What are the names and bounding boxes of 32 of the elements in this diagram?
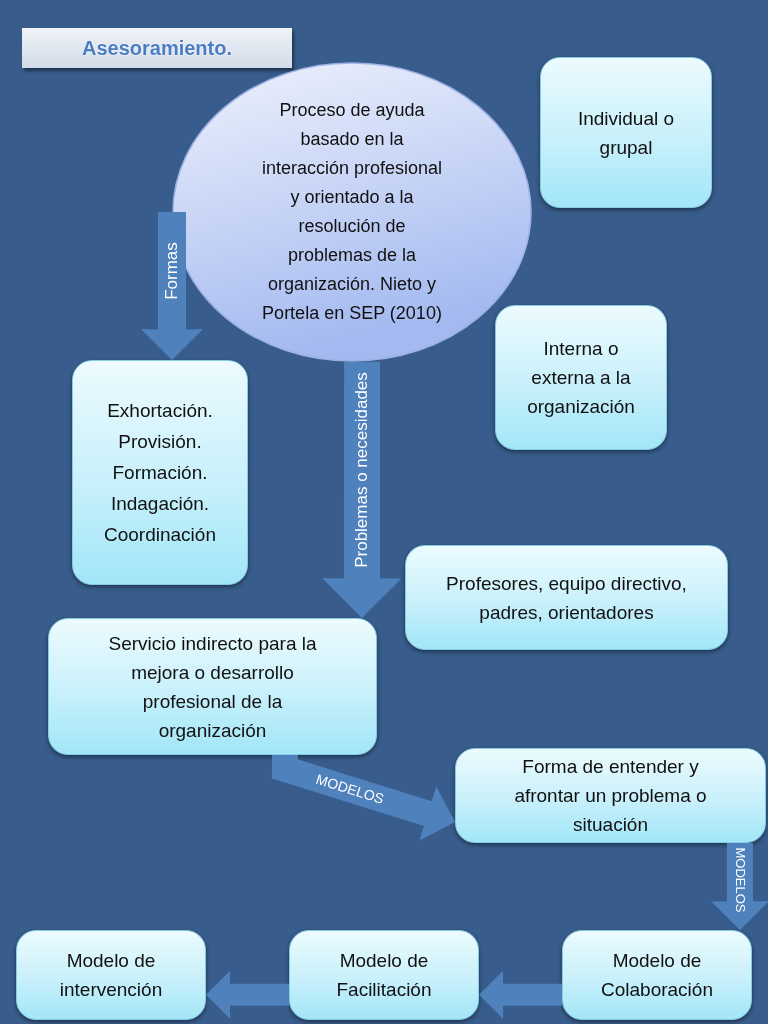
list-item: Provisión.: [118, 430, 202, 454]
edge-label: Problemas o necesidades: [352, 372, 372, 568]
node-text: Interna o externa a la organización: [526, 337, 636, 419]
concept-box: [540, 57, 712, 208]
node-text: Modelo de Facilitación: [335, 949, 433, 1002]
concept-box: [48, 618, 377, 755]
list-item: Indagación.: [110, 492, 210, 516]
arrow: [479, 970, 562, 1019]
node-text: Individual o grupal: [576, 106, 676, 160]
node-text: Profesores, equipo directivo, padres, orientadores: [445, 571, 688, 625]
edge-label: MODELOS: [732, 847, 748, 913]
list-item: Coordinación: [104, 523, 216, 547]
arrow: [711, 843, 768, 930]
arrow: [141, 212, 203, 360]
node-text: Servicio indirecto para la mejora o desarrollo profesional de la organización: [107, 631, 318, 743]
title-banner: Asesoramiento.: [22, 28, 292, 68]
edge-label: Formas: [162, 241, 182, 300]
node-text: Forma de entender y afrontar un problema o situación: [513, 755, 708, 837]
node-text: Modelo de Colaboración: [600, 949, 714, 1002]
arrow: [206, 970, 289, 1019]
concept-box: [16, 930, 206, 1020]
concept-box: [562, 930, 752, 1020]
definition-text: Proceso de ayuda basado en la interacción profesional y orientado a la resolución de problemas de la organización. Nieto y Portela en SEP (2010): [260, 99, 444, 325]
concept-box: [455, 748, 766, 843]
list-item: Exhortación.: [107, 399, 213, 423]
concept-box: [72, 360, 248, 585]
concept-box: [405, 545, 728, 650]
list-item: Formación.: [112, 461, 208, 485]
arrow: [322, 361, 402, 618]
concept-box: [289, 930, 479, 1020]
node-text: Modelo de intervención: [58, 949, 164, 1002]
concept-box: [495, 305, 667, 450]
